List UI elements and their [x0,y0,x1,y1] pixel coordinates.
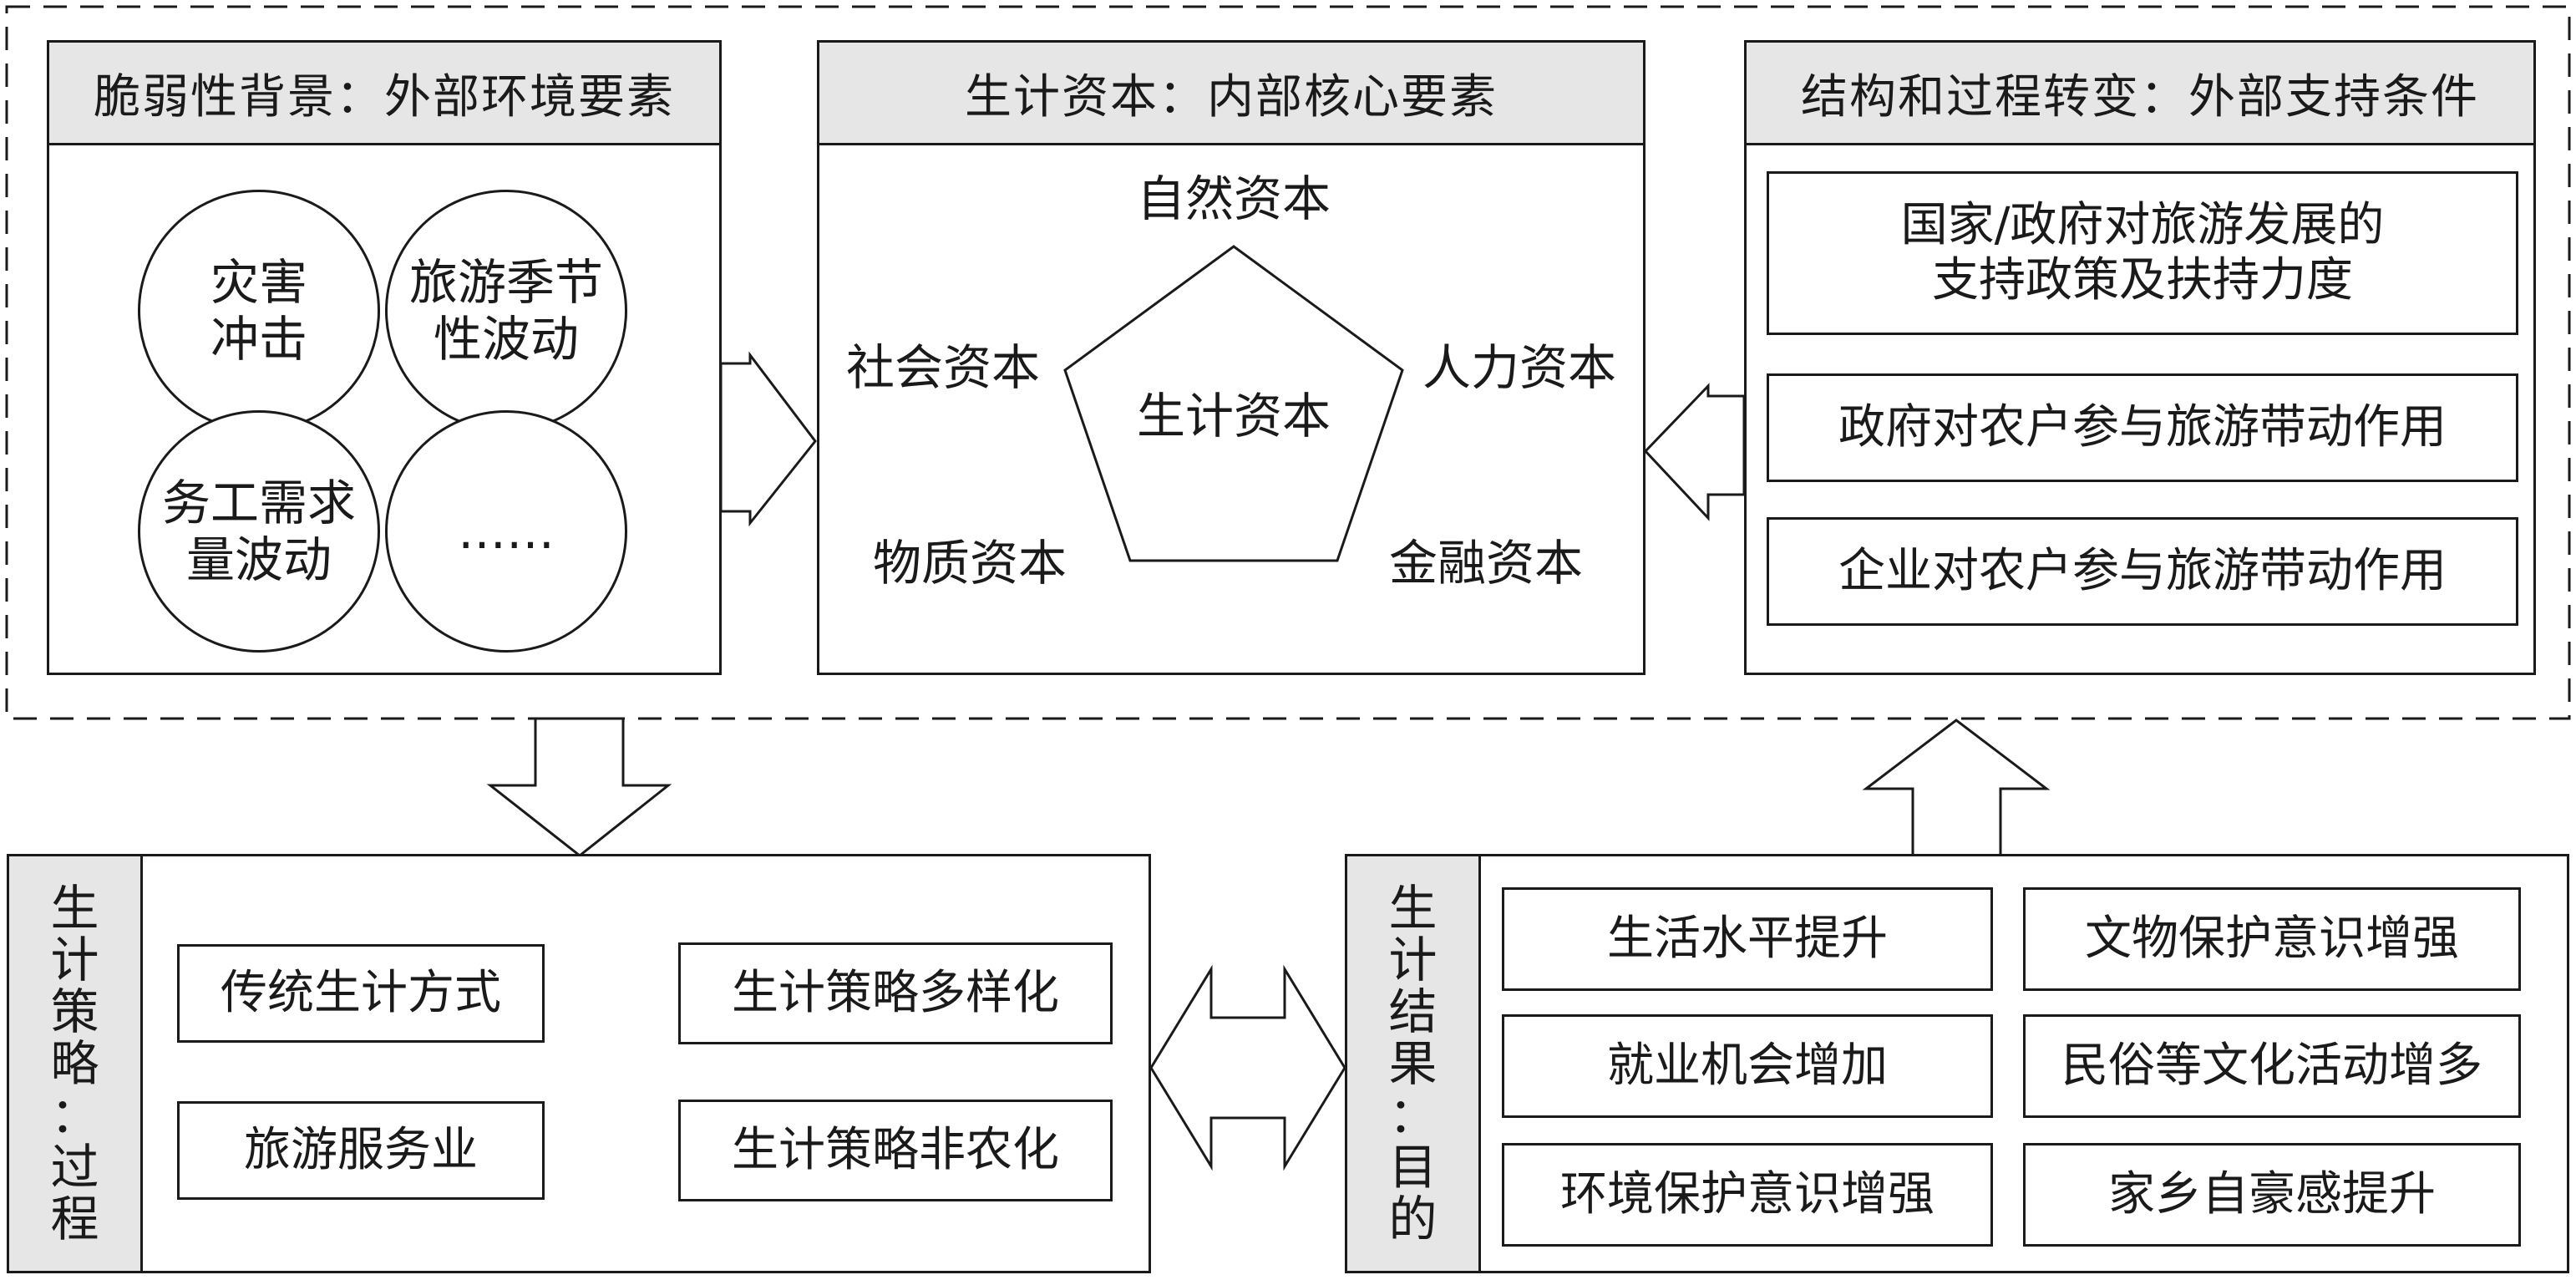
pentagon-center-label: 生计资本 [1136,388,1331,444]
hometown-pride-box: 家乡自豪感提升 [2023,1143,2521,1247]
vulnerability-title: 脆弱性背景：外部环境要素 [49,43,719,145]
enterprise-role-box: 企业对农户参与旅游带动作用 [1767,517,2518,626]
tourism-service-box: 旅游服务业 [177,1101,545,1200]
social-capital-label: 社会资本 [845,339,1040,396]
capital-title: 生计资本：内部核心要素 [819,43,1643,145]
natural-capital-label: 自然资本 [1136,170,1331,227]
human-capital-label: 人力资本 [1422,339,1616,396]
physical-capital-label: 物质资本 [872,535,1067,592]
strategy-nonfarm-box: 生计策略非农化 [678,1100,1113,1201]
employment-box: 就业机会增加 [1502,1014,1993,1118]
circle-labor-demand-fluctuation: 务工需求量波动 [138,410,380,653]
top-dashed-frame [5,5,2571,720]
financial-capital-label: 金融资本 [1388,535,1583,592]
policy-support-box: 国家/政府对旅游发展的 支持政策及扶持力度 [1767,171,2518,335]
arrow-right-vulnerability-to-capital [719,351,817,527]
structure-title: 结构和过程转变：外部支持条件 [1747,43,2533,145]
traditional-livelihood-box: 传统生计方式 [177,944,545,1043]
relic-protection-box: 文物保护意识增强 [2023,887,2521,991]
strategy-side-label: 生计策略：过程 [9,856,143,1271]
arrow-left-structure-to-capital [1643,383,1746,521]
circle-disaster-shock: 灾害冲击 [138,190,380,432]
folk-culture-box: 民俗等文化活动增多 [2023,1014,2521,1118]
circle-ellipsis: …… [385,410,627,653]
vulnerability-panel: 脆弱性背景：外部环境要素 灾害冲击 旅游季节性波动 务工需求量波动 …… [47,40,722,675]
living-standard-box: 生活水平提升 [1502,887,1993,991]
structure-panel: 结构和过程转变：外部支持条件 国家/政府对旅游发展的 支持政策及扶持力度 政府对… [1744,40,2536,675]
arrow-down-to-strategy [486,717,672,857]
arrow-up-to-structure [1862,719,2051,857]
strategy-diversification-box: 生计策略多样化 [678,942,1113,1044]
capital-pentagon [1063,245,1404,562]
outcome-side-label: 生计结果：目的 [1347,856,1481,1271]
environment-protection-box: 环境保护意识增强 [1502,1143,1993,1247]
circle-seasonal-fluctuation: 旅游季节性波动 [385,190,627,432]
arrow-double-strategy-outcome [1149,964,1346,1171]
strategy-panel: 生计策略：过程 [7,854,1151,1273]
capital-panel: 生计资本：内部核心要素 生计资本 自然资本 社会资本 人力资本 物质资本 金融资… [817,40,1645,675]
government-role-box: 政府对农户参与旅游带动作用 [1767,373,2518,482]
